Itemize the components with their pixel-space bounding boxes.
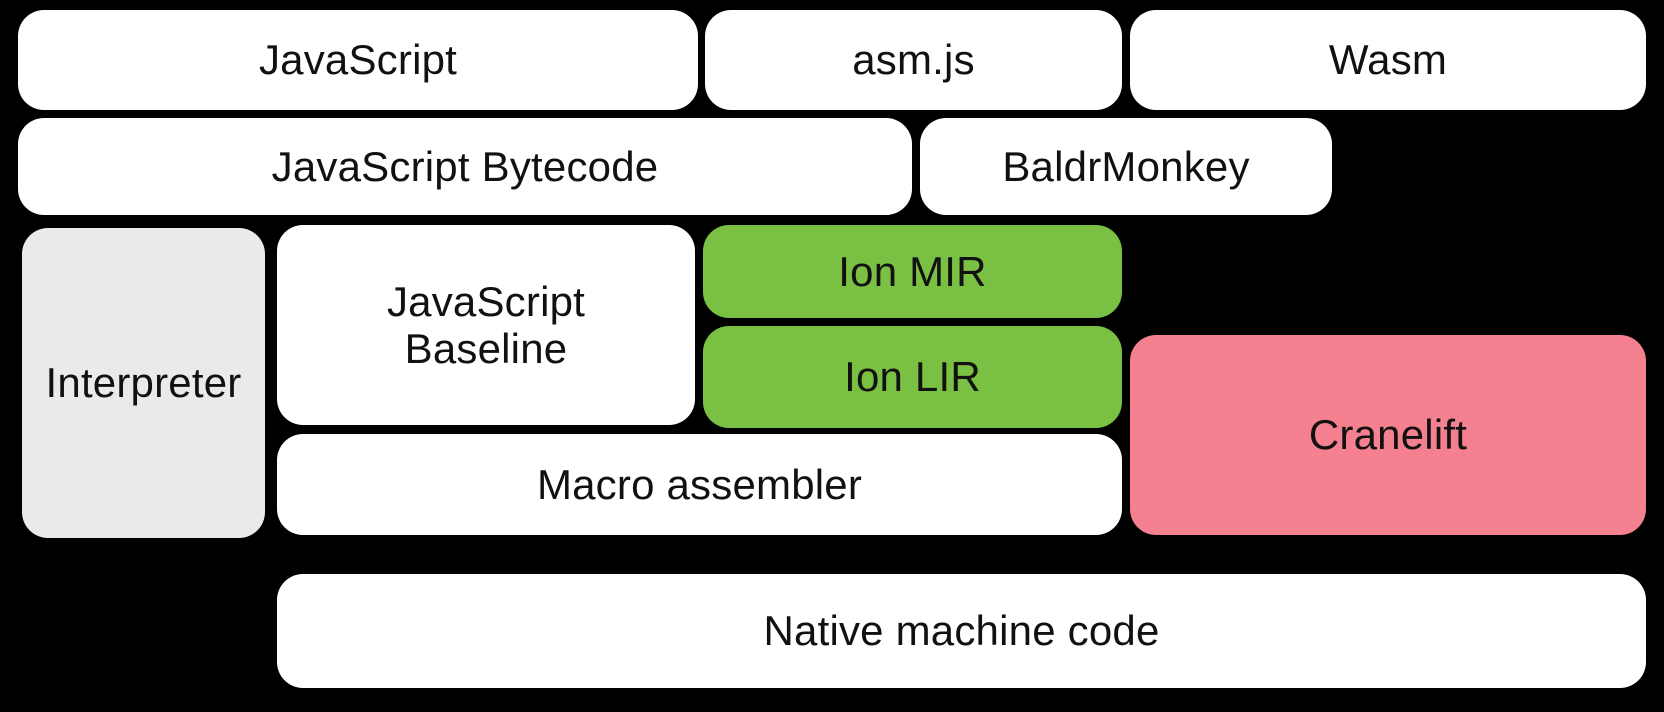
node-label-baldrmonkey: BaldrMonkey [1002, 142, 1250, 190]
node-label-js-baseline: JavaScript Baseline [386, 277, 586, 372]
node-ion-mir[interactable]: Ion MIR [703, 225, 1122, 318]
node-macro-assembler[interactable]: Macro assembler [277, 434, 1122, 535]
node-label-wasm: Wasm [1328, 36, 1448, 84]
node-label-native-machine-code: Native machine code [763, 607, 1160, 655]
node-label-js-bytecode: JavaScript Bytecode [271, 142, 659, 190]
node-label-macro-assembler: Macro assembler [536, 460, 863, 508]
node-js-baseline[interactable]: JavaScript Baseline [277, 225, 695, 425]
node-label-ion-lir: Ion LIR [844, 353, 981, 401]
node-label-ion-mir: Ion MIR [838, 247, 987, 295]
node-ion-lir[interactable]: Ion LIR [703, 326, 1122, 428]
node-js-bytecode[interactable]: JavaScript Bytecode [18, 118, 912, 215]
node-label-javascript: JavaScript [258, 36, 458, 84]
node-label-interpreter: Interpreter [45, 359, 242, 407]
node-baldrmonkey[interactable]: BaldrMonkey [920, 118, 1332, 215]
node-javascript[interactable]: JavaScript [18, 10, 698, 110]
node-interpreter[interactable]: Interpreter [22, 228, 265, 538]
node-label-asmjs: asm.js [852, 36, 975, 84]
node-label-cranelift: Cranelift [1308, 411, 1468, 459]
node-cranelift[interactable]: Cranelift [1130, 335, 1646, 535]
node-native-machine-code[interactable]: Native machine code [277, 574, 1646, 688]
node-wasm[interactable]: Wasm [1130, 10, 1646, 110]
node-asmjs[interactable]: asm.js [705, 10, 1122, 110]
